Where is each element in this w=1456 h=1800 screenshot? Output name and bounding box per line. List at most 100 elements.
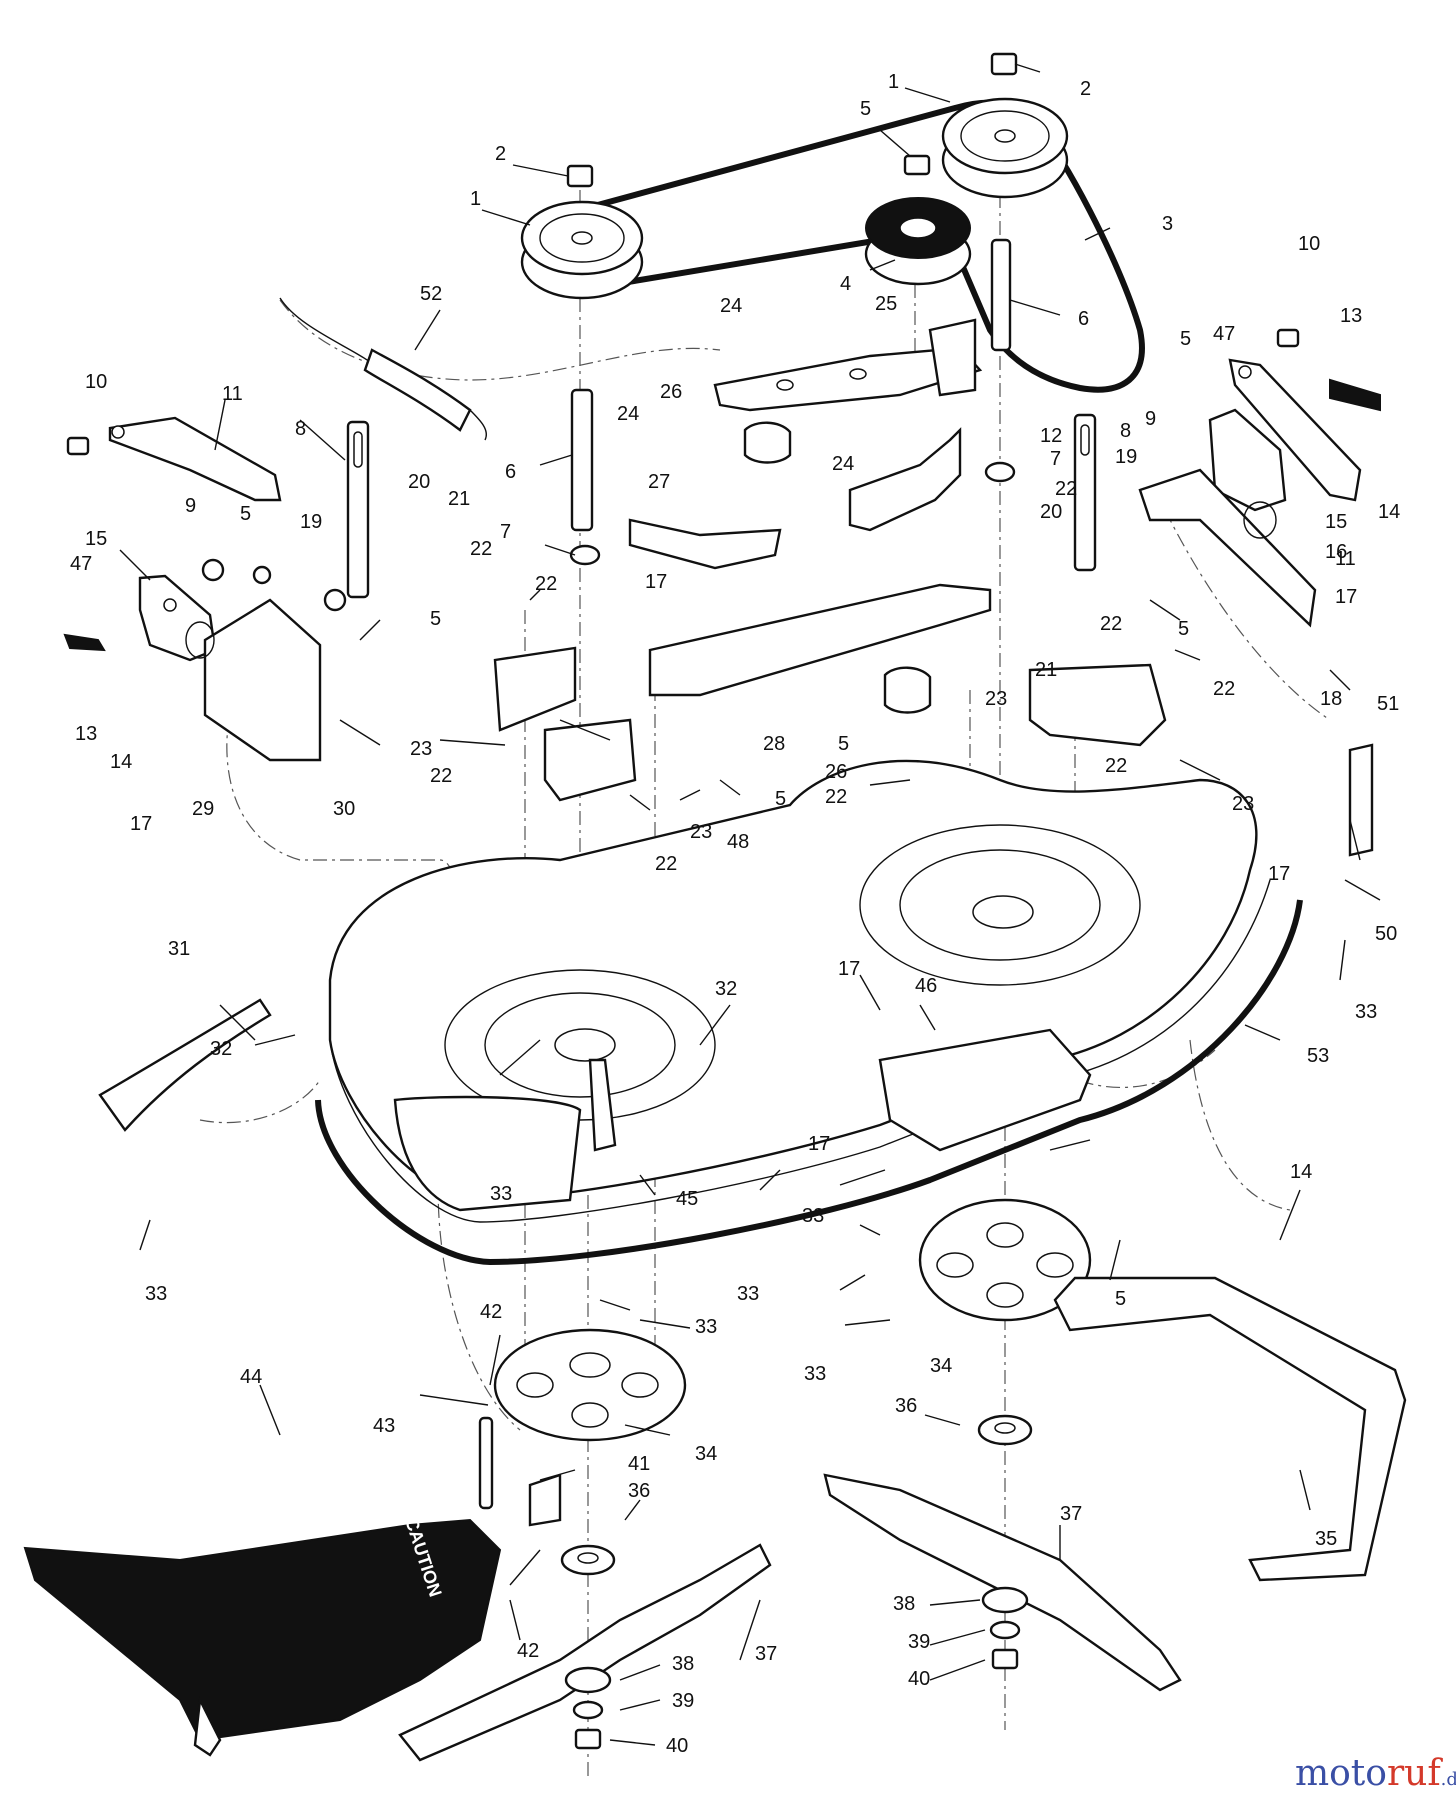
- callout-17: 17: [1335, 586, 1357, 608]
- callout-33: 33: [804, 1363, 826, 1385]
- baffle-right: [1028, 663, 1167, 747]
- callout-3: 3: [1162, 213, 1173, 235]
- callout-38: 38: [672, 1653, 694, 1675]
- callout-12: 12: [1040, 425, 1062, 447]
- center-brackets: [628, 427, 992, 697]
- tension-spring: [279, 297, 487, 441]
- callout-7: 7: [1050, 448, 1061, 470]
- callout-33: 33: [1355, 1001, 1377, 1023]
- callout-33: 33: [802, 1205, 824, 1227]
- callout-38: 38: [893, 1593, 915, 1615]
- callout-2: 2: [1080, 78, 1091, 100]
- bracket-50: [1348, 743, 1374, 857]
- callout-5: 5: [240, 503, 251, 525]
- callout-20: 20: [1040, 501, 1062, 523]
- callout-7: 7: [500, 521, 511, 543]
- callout-2: 2: [495, 143, 506, 165]
- callout-23: 23: [690, 821, 712, 843]
- watermark-suffix: .de: [1441, 1769, 1456, 1790]
- callout-27: 27: [648, 471, 670, 493]
- callout-22: 22: [655, 853, 677, 875]
- callout-21: 21: [448, 488, 470, 510]
- callout-37: 37: [755, 1643, 777, 1665]
- bracket-45: [393, 1058, 617, 1212]
- callout-8: 8: [1120, 420, 1131, 442]
- wing-nut-left: [63, 633, 106, 652]
- bearing-right: [977, 1414, 1033, 1446]
- callout-5: 5: [838, 733, 849, 755]
- callout-26: 26: [825, 761, 847, 783]
- left-strap: [346, 420, 370, 599]
- blade-adapter-left: [493, 1328, 687, 1442]
- callout-44: 44: [240, 1366, 262, 1388]
- callout-33: 33: [145, 1283, 167, 1305]
- bracket-46: [878, 1028, 1092, 1152]
- callout-45: 45: [676, 1188, 698, 1210]
- baffle-left: [493, 646, 637, 802]
- idler-pulley: [864, 197, 972, 286]
- callout-5: 5: [1180, 328, 1191, 350]
- callout-21: 21: [1035, 659, 1057, 681]
- callout-19: 19: [1115, 446, 1137, 468]
- callout-22: 22: [1055, 478, 1077, 500]
- callout-34: 34: [695, 1443, 717, 1465]
- callout-22: 22: [1100, 613, 1122, 635]
- watermark-ruf: ruf: [1387, 1753, 1443, 1794]
- callout-5: 5: [775, 788, 786, 810]
- callout-43: 43: [373, 1415, 395, 1437]
- callout-33: 33: [490, 1183, 512, 1205]
- callout-20: 20: [408, 471, 430, 493]
- callout-39: 39: [672, 1690, 694, 1712]
- callout-41: 41: [628, 1453, 650, 1475]
- callout-5: 5: [860, 98, 871, 120]
- callout-24: 24: [617, 403, 639, 425]
- callout-36: 36: [895, 1395, 917, 1417]
- callout-28: 28: [763, 733, 785, 755]
- chute-hinge: [478, 1416, 562, 1527]
- callout-6: 6: [505, 461, 516, 483]
- callout-17: 17: [838, 958, 860, 980]
- callout-30: 30: [333, 798, 355, 820]
- callout-17: 17: [130, 813, 152, 835]
- callout-17: 17: [1268, 863, 1290, 885]
- pulley-left: [520, 200, 644, 300]
- callout-48: 48: [727, 831, 749, 853]
- watermark-moto: moto: [1295, 1753, 1387, 1794]
- callout-50: 50: [1375, 923, 1397, 945]
- callout-40: 40: [666, 1735, 688, 1757]
- callout-51: 51: [1377, 693, 1399, 715]
- callout-22: 22: [1105, 755, 1127, 777]
- deck-rim-belt: [315, 899, 1303, 1266]
- idler-arm-bracket: [713, 318, 983, 412]
- callout-1: 1: [888, 71, 899, 93]
- callout-32: 32: [210, 1038, 232, 1060]
- callout-16: 16: [1325, 541, 1347, 563]
- callout-24: 24: [720, 295, 742, 317]
- callout-52: 52: [420, 283, 442, 305]
- callout-15: 15: [1325, 511, 1347, 533]
- blade-hardware-right: [981, 1586, 1029, 1670]
- callout-33: 33: [695, 1316, 717, 1338]
- callout-47: 47: [70, 553, 92, 575]
- blade-hardware-left: [564, 1666, 612, 1750]
- callout-46: 46: [915, 975, 937, 997]
- callout-31: 31: [168, 938, 190, 960]
- callout-26: 26: [660, 381, 682, 403]
- callout-22: 22: [470, 538, 492, 560]
- svg-text:motoruf.de: motoruf.de: [1295, 1753, 1456, 1794]
- callout-18: 18: [1320, 688, 1342, 710]
- callout-5: 5: [430, 608, 441, 630]
- bearing-left: [560, 1544, 616, 1576]
- callout-4: 4: [840, 273, 851, 295]
- callout-10: 10: [85, 371, 107, 393]
- right-lift-arm: [1228, 328, 1362, 502]
- part-callouts: 1 1 2 2 3 4 5 5 5 5 5 5 5 5 5 6 6 7 7 8 …: [70, 71, 1400, 1757]
- blade-left: [398, 1543, 772, 1762]
- callout-14: 14: [1290, 1161, 1312, 1183]
- callout-8: 8: [295, 418, 306, 440]
- callout-9: 9: [185, 495, 196, 517]
- left-lift-arm: [66, 416, 282, 502]
- callout-47: 47: [1213, 323, 1235, 345]
- callout-22: 22: [430, 765, 452, 787]
